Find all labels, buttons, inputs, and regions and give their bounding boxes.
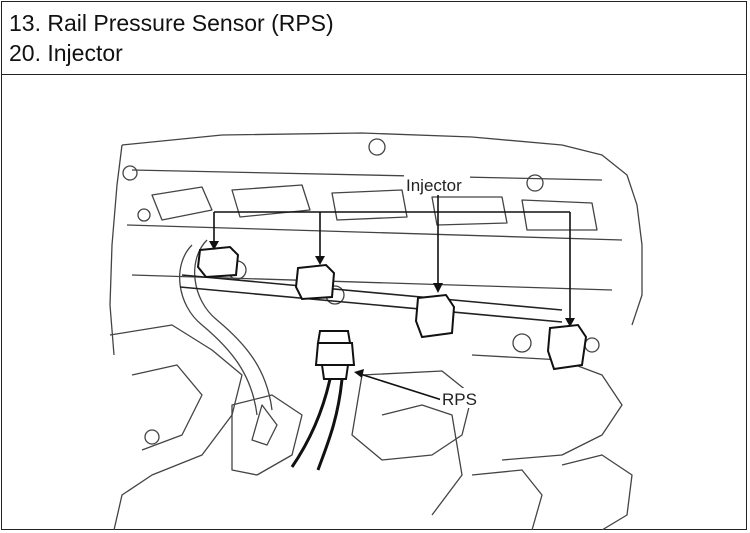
engine-illustration: Injector RPS xyxy=(109,132,643,530)
rps-callout: RPS xyxy=(442,390,477,409)
rps-leader-line xyxy=(356,372,443,401)
injector-callout: Injector xyxy=(406,176,462,195)
fuel-rail xyxy=(179,274,563,323)
rail-pressure-sensor xyxy=(314,330,356,380)
caption-line-injector: 20. Injector xyxy=(9,40,123,66)
caption-line-rps: 13. Rail Pressure Sensor (RPS) xyxy=(9,10,334,36)
rps-arrowhead xyxy=(354,369,364,378)
engine-diagram: Injector RPS xyxy=(2,75,746,530)
injector-2 xyxy=(294,263,336,301)
injectors xyxy=(196,245,588,371)
injector-leader-lines xyxy=(213,193,571,319)
injector-1 xyxy=(196,245,240,279)
injector-arrowheads xyxy=(209,241,575,327)
rps-harness xyxy=(290,378,344,471)
injector-3 xyxy=(414,293,456,339)
injector-4 xyxy=(546,323,588,371)
caption-header: 13. Rail Pressure Sensor (RPS) 20. Injec… xyxy=(2,2,746,75)
